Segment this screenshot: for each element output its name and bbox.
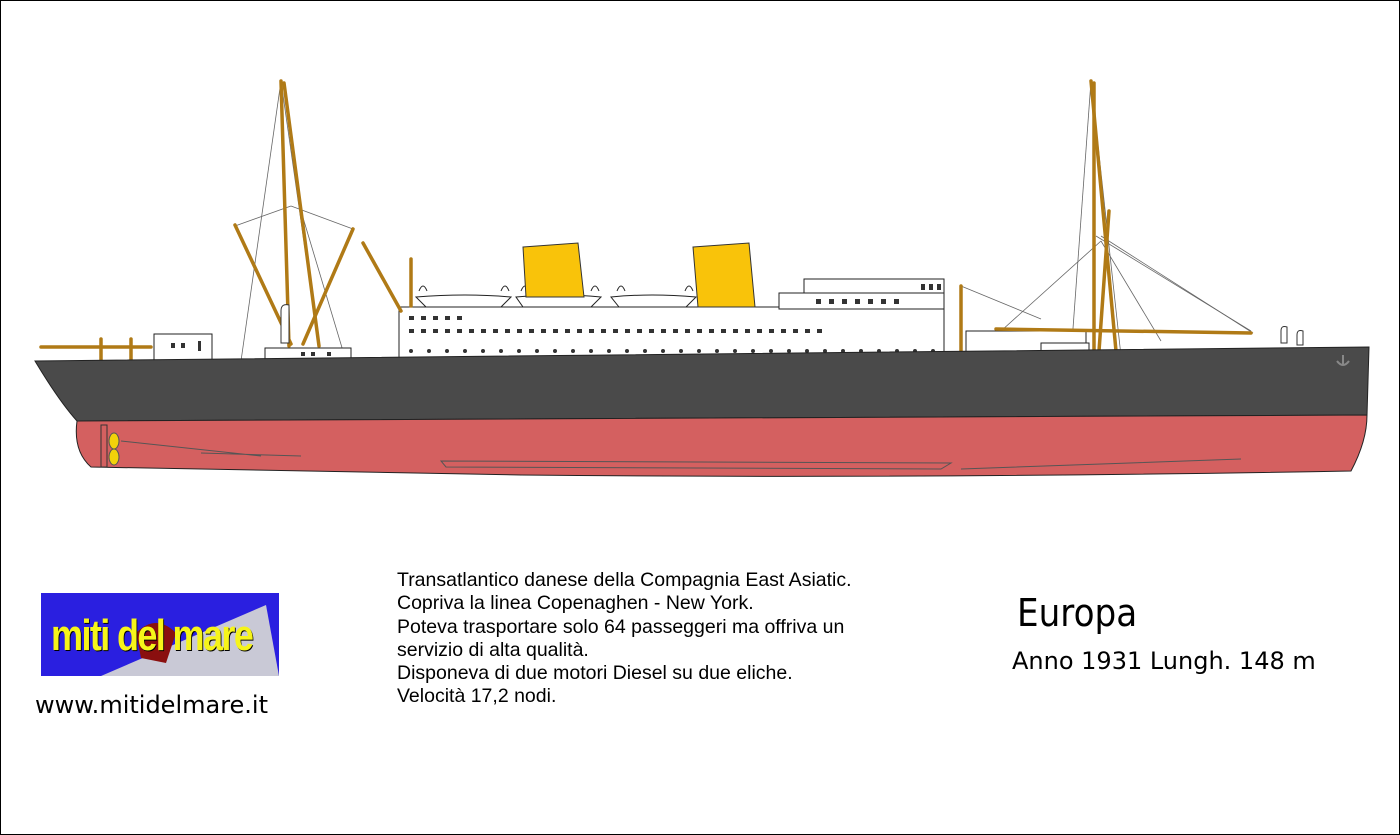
- funnels: [522, 242, 756, 308]
- bilge-keel: [439, 460, 953, 470]
- lifeboats: [414, 285, 698, 308]
- propeller: [108, 432, 120, 466]
- masts: [39, 79, 1253, 363]
- ship-name: Europa: [1017, 591, 1138, 635]
- superstructure-windows: [171, 284, 941, 356]
- hull-lower: [75, 414, 1368, 477]
- ship-specs: Anno 1931 Lungh. 148 m: [1012, 647, 1316, 675]
- superstructure: [153, 278, 1090, 362]
- ship-profile-drawing: [34, 79, 1370, 477]
- description-line: Copriva la linea Copenaghen - New York.: [397, 592, 754, 615]
- rudder: [100, 424, 108, 468]
- anchor-icon: [1336, 355, 1350, 366]
- logo: miti del mare: [41, 593, 279, 676]
- site-url[interactable]: www.mitidelmare.it: [35, 691, 269, 719]
- hull-line: [120, 440, 1242, 470]
- description-line: Transatlantico danese della Compagnia Ea…: [397, 569, 852, 591]
- description-line: Poteva trasportare solo 64 passeggeri ma…: [397, 615, 845, 638]
- ship-description: Transatlantico danese della Compagnia Ea…: [397, 569, 977, 709]
- logo-wave-graphic: [101, 605, 279, 676]
- hull-upper: [34, 346, 1370, 422]
- description-line: servizio di alta qualità.: [397, 638, 589, 661]
- vents: [280, 304, 1304, 346]
- logo-text: miti del mare: [51, 611, 254, 660]
- description-line: Disponeva di due motori Diesel su due el…: [397, 662, 793, 685]
- description-line: Velocità 17,2 nodi.: [397, 685, 557, 708]
